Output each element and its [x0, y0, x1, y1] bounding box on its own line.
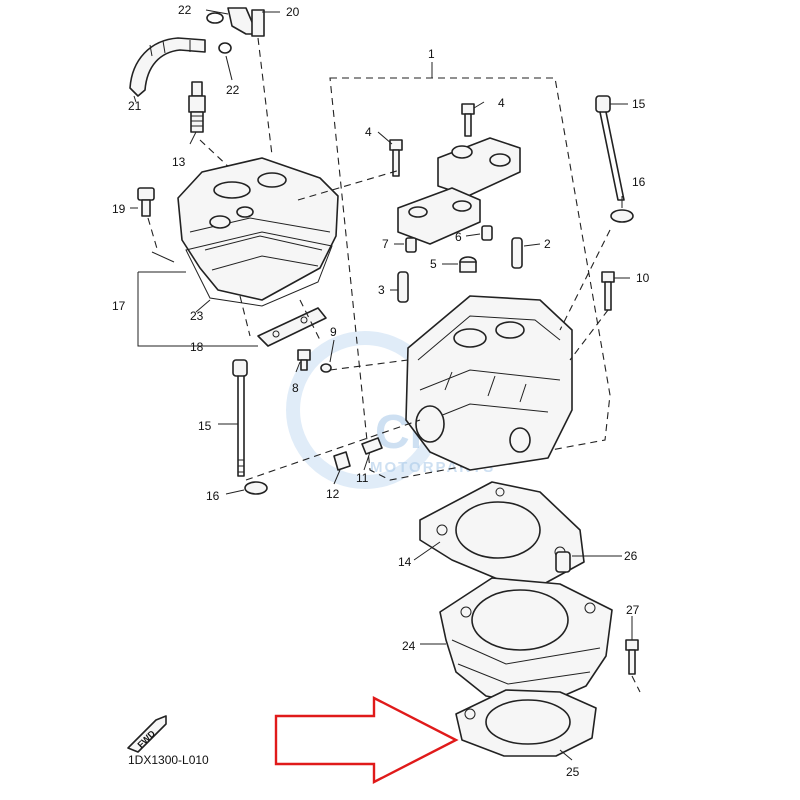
callout-16-left: 16: [206, 489, 220, 503]
dowel-7: [405, 237, 417, 253]
callout-12: 12: [326, 487, 340, 501]
callout-24: 24: [402, 639, 416, 653]
dash-line-c: [569, 309, 609, 361]
cover-gasket-17: [185, 231, 333, 307]
cylinder-24: [439, 577, 613, 707]
guide-2: [511, 237, 523, 269]
dash-line-b: [559, 229, 611, 331]
callout-5: 5: [430, 257, 437, 271]
callout-6: 6: [455, 230, 462, 244]
highlight-arrow: [274, 696, 459, 784]
callout-11: 11: [356, 471, 369, 485]
head-cover-23: [177, 157, 339, 301]
callout-17: 17: [112, 299, 126, 313]
leader-20-dashed: [257, 37, 273, 156]
callout-2: 2: [544, 237, 551, 251]
washer-16-right: [610, 209, 634, 223]
callout-19: 19: [112, 202, 126, 216]
bolt-27: [625, 639, 639, 675]
dash-line-f: [239, 295, 251, 337]
callout-14: 14: [398, 555, 412, 569]
callout-3: 3: [378, 283, 385, 297]
callout-22-a: 22: [178, 3, 192, 17]
dash-line-a: [245, 419, 421, 481]
bolt-19: [137, 187, 155, 217]
callout-15-right: 15: [632, 97, 646, 111]
callout-16-right: 16: [632, 175, 646, 189]
dash-line-27: [631, 675, 641, 693]
diagram-code: 1DX1300-L010: [128, 753, 209, 767]
stud-11: [361, 437, 383, 455]
spark-plug-13: [188, 81, 206, 133]
callout-1: 1: [428, 47, 435, 61]
elbow-fitting-20: [227, 7, 265, 37]
washer-9: [320, 363, 332, 373]
cylinder-head-1: [405, 295, 573, 471]
base-gasket-25: [455, 689, 597, 757]
callout-18: 18: [190, 340, 204, 354]
dowel-6: [481, 225, 493, 241]
bracket-18: [257, 307, 327, 347]
callout-10: 10: [636, 271, 650, 285]
dash-line-e: [297, 169, 401, 201]
bracket-lines-17-18: [137, 272, 258, 347]
bolt-4-b: [389, 139, 403, 177]
dowel-26: [555, 551, 571, 573]
washer-16-left: [244, 481, 268, 495]
callout-20: 20: [286, 5, 300, 19]
fwd-arrow-icon: FWD: [127, 715, 167, 753]
nut-12: [333, 451, 351, 471]
callout-27: 27: [626, 603, 640, 617]
callout-25: 25: [566, 765, 580, 779]
callout-26: 26: [624, 549, 638, 563]
callout-4-b: 4: [365, 125, 372, 139]
callout-21: 21: [128, 99, 142, 113]
callout-23: 23: [190, 309, 204, 323]
callout-22-b: 22: [226, 83, 240, 97]
clamps-22: [206, 12, 232, 54]
assembly-boundary-1: [329, 77, 611, 481]
guide-3: [397, 271, 409, 303]
callout-labels: 1 2 3 4 4 5 6 7 8 9 10 11 12 13 14 15 15…: [112, 3, 650, 779]
bolt-4-a: [461, 103, 475, 137]
callout-15-left: 15: [198, 419, 212, 433]
stud-bolt-15-left: [232, 359, 248, 477]
callout-4-a: 4: [498, 96, 505, 110]
breather-hose-21: [129, 37, 206, 97]
stud-bolt-15-right: [595, 95, 625, 201]
cap-5: [459, 256, 477, 273]
callout-7: 7: [382, 237, 389, 251]
dash-line-d: [329, 359, 409, 371]
callout-13: 13: [172, 155, 186, 169]
head-gasket-14: [419, 481, 585, 587]
dash-line-g: [299, 299, 321, 341]
callout-9: 9: [330, 325, 337, 339]
bolt-10: [601, 271, 615, 311]
bolt-8: [297, 349, 311, 371]
leader-13-dashed: [199, 139, 233, 171]
leader-19-dashed: [147, 217, 159, 253]
camshaft-assembly: [397, 137, 521, 245]
callout-8: 8: [292, 381, 299, 395]
